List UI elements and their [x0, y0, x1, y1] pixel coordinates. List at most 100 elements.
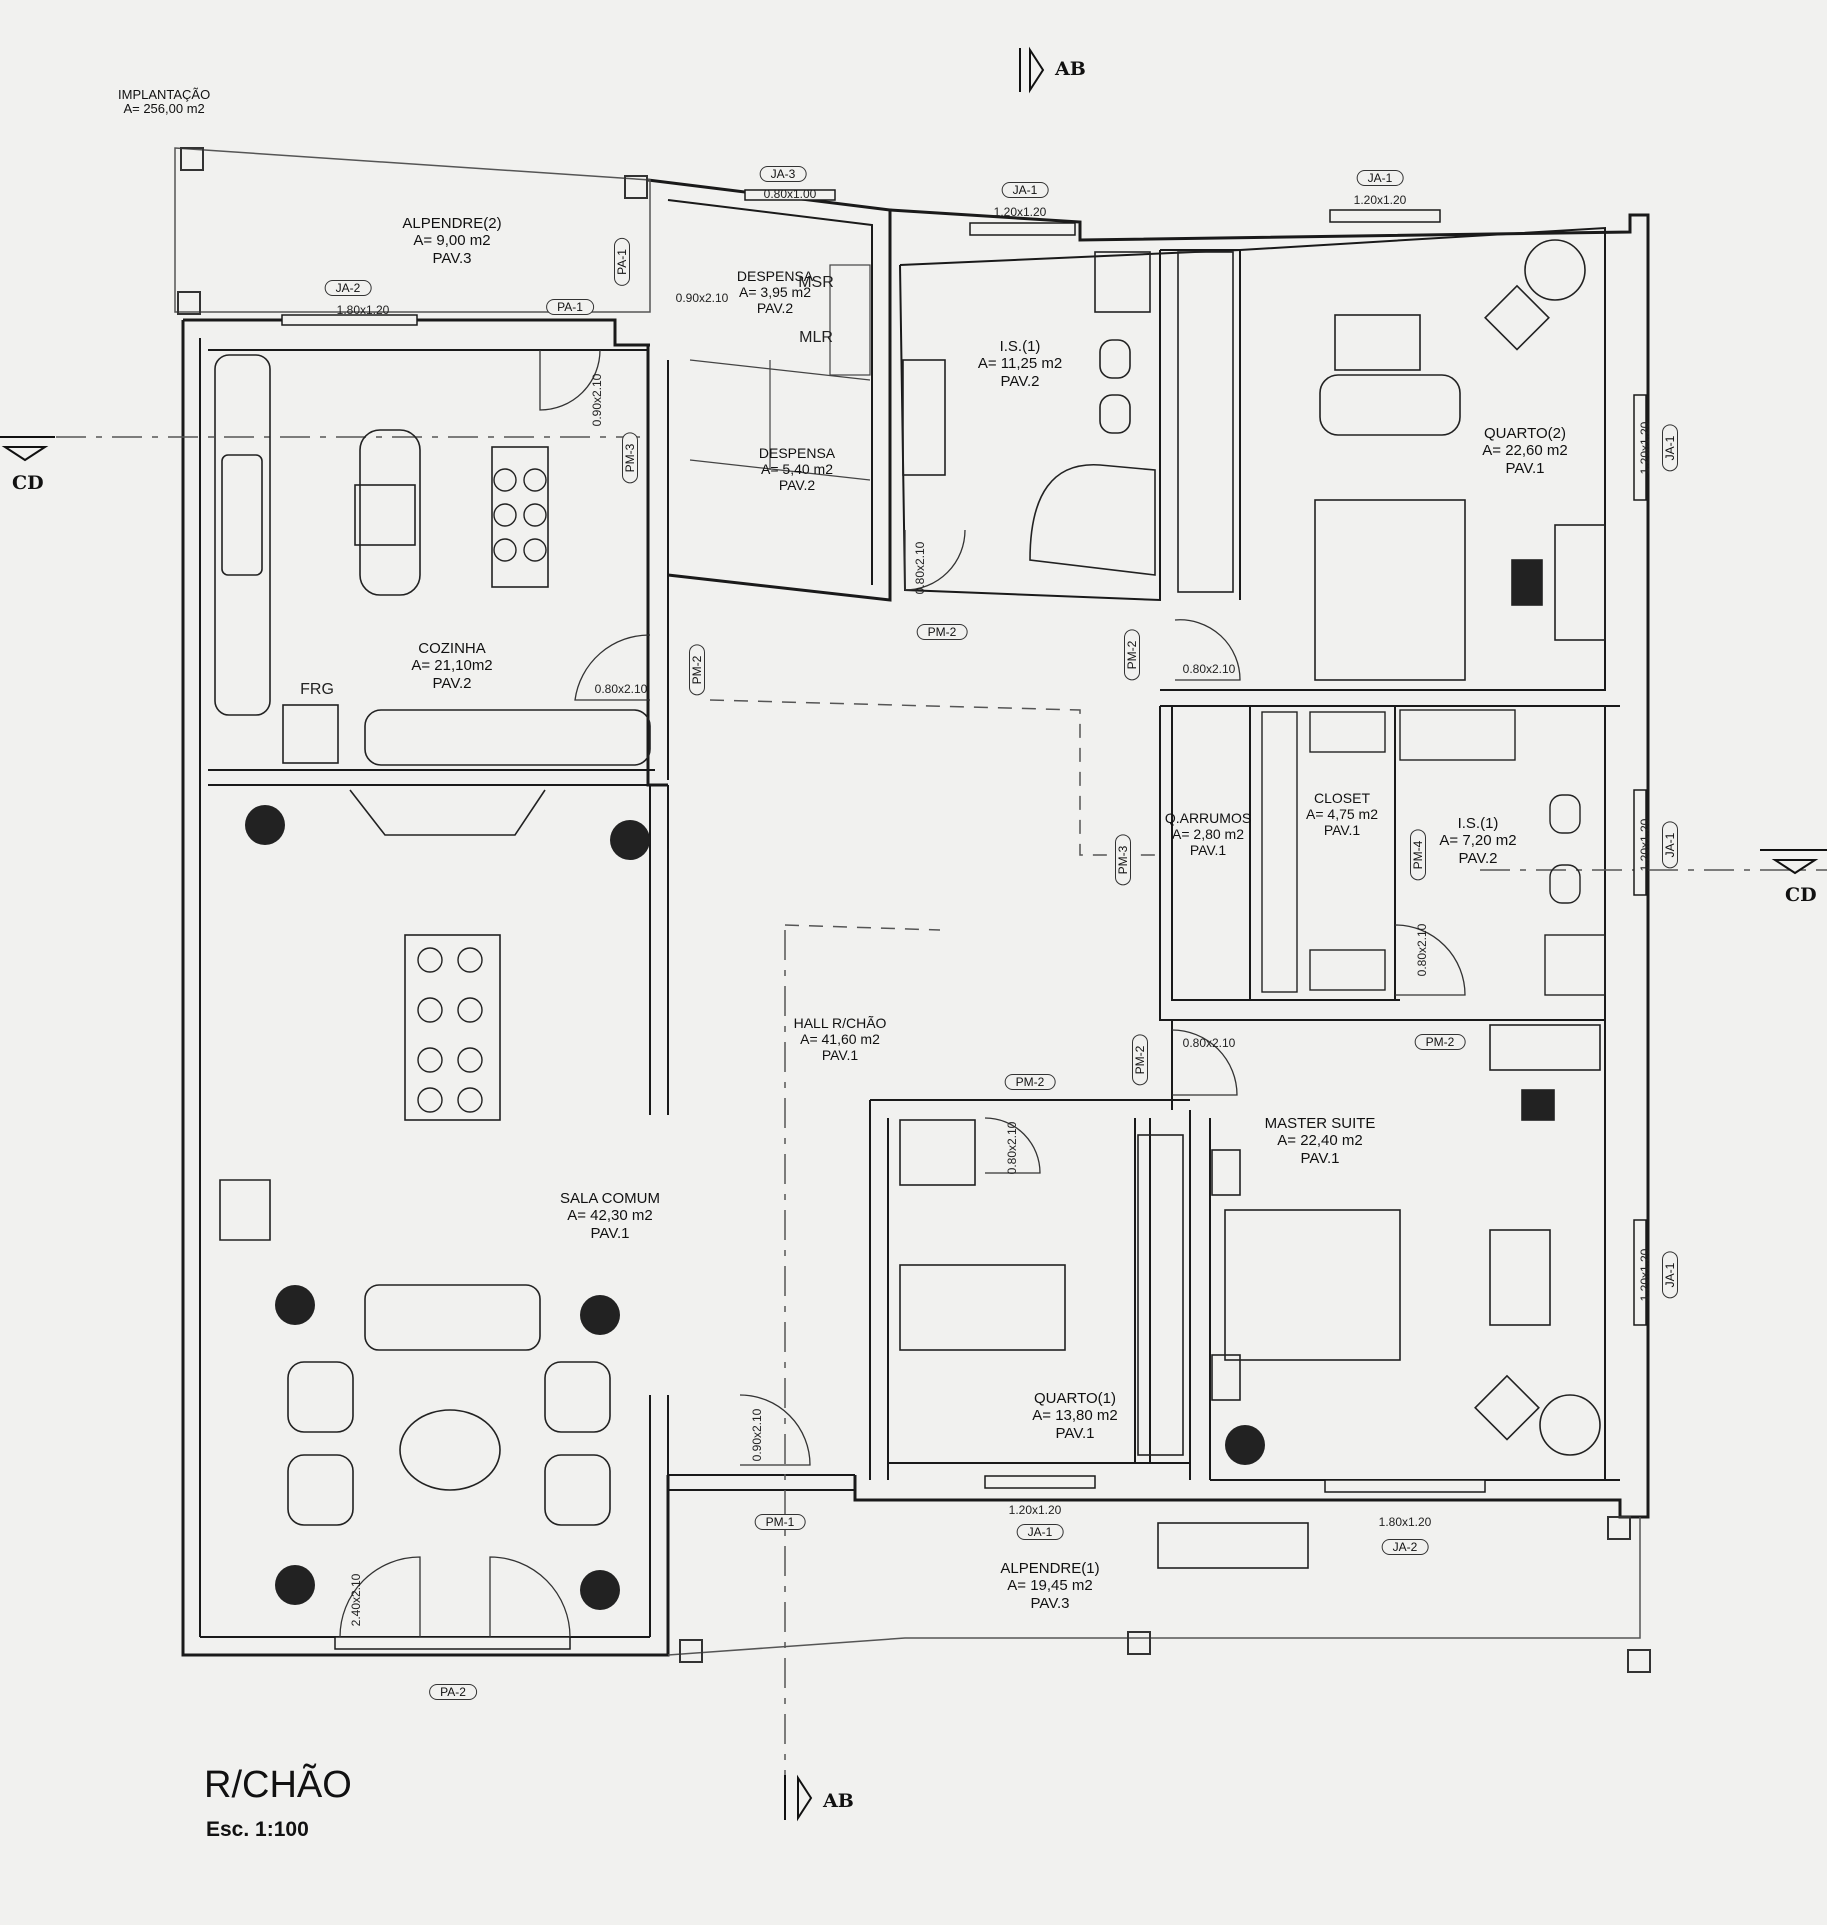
wall-hall-bottom [668, 1474, 855, 1491]
quarto2-chair [1511, 559, 1543, 606]
opening-tag-ja2: JA-2 [324, 280, 372, 296]
wall-quarto2-left [1160, 249, 1241, 600]
room-name: CLOSET [1313, 790, 1370, 806]
alpendre1-outline [667, 1517, 1641, 1656]
quarto1-bed [899, 1264, 1066, 1351]
room-area: A= 42,30 m2 [567, 1207, 653, 1225]
wardrobe-quarto2 [1177, 251, 1234, 593]
door-swing-sala-left [339, 1556, 421, 1638]
wall-closet [1249, 706, 1396, 1000]
room-area: A= 13,80 m2 [1032, 1407, 1118, 1425]
is-shower [1094, 251, 1151, 313]
room-pav: PAV.1 [590, 1224, 630, 1242]
opening-tag-pm2: PM-2 [1004, 1074, 1056, 1090]
kitchen-table [491, 446, 549, 588]
master-chair [1521, 1089, 1555, 1121]
room-pav: PAV.1 [1323, 822, 1361, 839]
section-mark-ab-bottom: AB [823, 1790, 854, 1812]
dimension-label: 0.90x2.10 [750, 1408, 764, 1462]
quarto2-desk [1554, 524, 1606, 641]
drawing-scale: Esc. 1:100 [206, 1818, 309, 1841]
equipment-frg: FRG [300, 681, 334, 698]
opening-tag-pm3: PM-3 [622, 432, 638, 484]
column [1127, 1631, 1151, 1655]
room-name: DESPENSA [758, 445, 836, 461]
quarto1-desk [899, 1119, 976, 1186]
wall-arrumos [1159, 706, 1605, 1021]
wall-master-left [1171, 1020, 1191, 1480]
master-nightstand [1211, 1149, 1241, 1196]
opening-tag-pa2: PA-2 [429, 1684, 477, 1700]
opening-tag-ja1: JA-1 [1662, 1251, 1678, 1299]
master-nightstand [1211, 1354, 1241, 1401]
opening-tag-pm2: PM-2 [689, 644, 705, 696]
is-bidet [1099, 394, 1131, 434]
column [1627, 1649, 1651, 1673]
window-ja1-master [1633, 1219, 1647, 1326]
room-area: A= 41,60 m2 [800, 1031, 880, 1048]
dimension-label: 1.20x1.20 [1638, 818, 1652, 872]
alpendre2-outline [174, 147, 651, 313]
door-swing-sala-right [489, 1556, 571, 1638]
room-area: A= 11,25 m2 [977, 355, 1063, 373]
window-ja2-cozinha [281, 314, 418, 326]
room-area: A= 9,00 m2 [413, 232, 491, 250]
implantacao-note: IMPLANTAÇÃO A= 256,00 m2 [118, 87, 210, 117]
door-swing-cozinha [574, 634, 651, 701]
opening-tag-pm4: PM-4 [1410, 829, 1426, 881]
fridge [282, 704, 339, 764]
section-mark-cd-left: CD [12, 472, 44, 494]
room-area: A= 7,20 m2 [1439, 832, 1517, 850]
plant [275, 1285, 315, 1325]
is-right-shower [1544, 934, 1606, 996]
opening-tag-pm1: PM-1 [754, 1514, 806, 1530]
room-pav: PAV.2 [1458, 849, 1498, 867]
room-name: DESPENSA [736, 268, 814, 284]
quarto2-bed [1314, 499, 1466, 681]
room-area: A= 21,10m2 [411, 657, 493, 675]
is-right-vanity [1399, 709, 1516, 761]
opening-tag-pm2: PM-2 [916, 624, 968, 640]
dining-table [404, 934, 501, 1121]
room-name: QUARTO(1) [1034, 1390, 1116, 1407]
master-vanity [1489, 1024, 1601, 1071]
opening-tag-ja3: JA-3 [759, 166, 807, 182]
dimension-label: 0.90x2.10 [675, 291, 729, 305]
armchair [544, 1361, 611, 1433]
wall-quarto1 [869, 1099, 1190, 1480]
room-pav: PAV.2 [756, 300, 794, 317]
room-pav: PAV.1 [1189, 842, 1227, 859]
equipment-msr: MSR [798, 274, 834, 291]
wall-kitchen-south [208, 769, 655, 786]
master-tv [1489, 1229, 1551, 1326]
window-ja1-quarto1 [984, 1475, 1096, 1489]
dimension-label: 2.40x2.10 [349, 1573, 363, 1627]
room-name: SALA COMUM [559, 1190, 661, 1207]
quarto2-tv [1334, 314, 1421, 371]
dimension-label: 1.20x1.20 [1638, 1248, 1652, 1302]
window-pa2 [334, 1636, 571, 1650]
equipment-mlr: MLR [799, 329, 833, 346]
room-name: HALL R/CHÃO [793, 1015, 887, 1031]
room-pav: PAV.2 [432, 674, 472, 692]
room-pav: PAV.1 [1055, 1424, 1095, 1442]
opening-tag-ja1: JA-1 [1662, 821, 1678, 869]
coffee-table [399, 1409, 501, 1491]
dimension-label: 0.80x2.10 [1005, 1121, 1019, 1175]
window-ja1-quarto2-side [1633, 394, 1647, 501]
opening-tag-pm2: PM-2 [1414, 1034, 1466, 1050]
opening-tag-ja1: JA-1 [1662, 424, 1678, 472]
room-area: A= 19,45 m2 [1007, 1577, 1093, 1595]
sofa [364, 1284, 541, 1351]
